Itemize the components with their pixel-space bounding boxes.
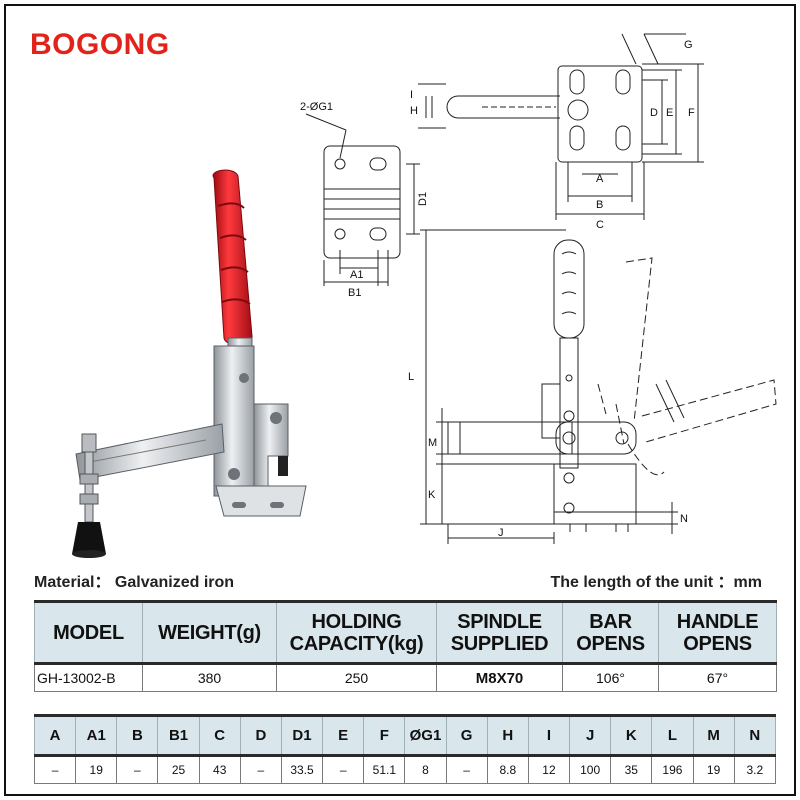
- cell-weight: 380: [142, 663, 277, 692]
- unit-text: The length of the unit ：mm: [550, 574, 762, 591]
- label-d1: D1: [417, 192, 429, 206]
- dim-header-n: N: [733, 714, 777, 757]
- dim-cell-a: –: [33, 755, 77, 784]
- label-d: D: [650, 107, 658, 119]
- label-c: C: [596, 219, 604, 231]
- dim-header-m: M: [692, 714, 735, 757]
- product-photo: [72, 169, 307, 558]
- dim-cell-d1: 33.5: [280, 755, 324, 784]
- label-i: I: [410, 89, 413, 101]
- spec-table-row: GH-13002-B 380 250 M8X70 106° 67°: [34, 663, 777, 692]
- header-model: MODEL: [34, 600, 143, 665]
- dim-header-f: F: [363, 714, 406, 757]
- dim-cell-a1: 19: [75, 755, 118, 784]
- dim-cell-m: 19: [692, 755, 735, 784]
- dim-cell-d: –: [239, 755, 282, 784]
- dim-header-c: C: [198, 714, 241, 757]
- header-weight: WEIGHT(g): [142, 600, 277, 665]
- label-m: M: [428, 437, 437, 449]
- spec-sheet-frame: BOGONG: [4, 4, 796, 796]
- label-a: A: [596, 173, 604, 185]
- cell-model: GH-13002-B: [34, 663, 143, 692]
- material-text: Material： Galvanized iron: [34, 574, 235, 591]
- dim-header-h: H: [486, 714, 529, 757]
- label-b: B: [596, 199, 603, 211]
- dim-header-a: A: [33, 714, 77, 757]
- dim-cell-k: 35: [610, 755, 653, 784]
- label-b1: B1: [348, 287, 361, 299]
- label-j: J: [498, 527, 504, 539]
- cell-spindle-supplied: M8X70: [436, 663, 563, 692]
- side-view: [420, 229, 777, 544]
- dim-cell-b: –: [116, 755, 159, 784]
- label-e: E: [666, 107, 673, 119]
- dim-cell-i: 12: [527, 755, 571, 784]
- cell-handle-opens: 67°: [658, 663, 777, 692]
- dim-cell-b1: 25: [157, 755, 200, 784]
- dim-header-b: B: [116, 714, 159, 757]
- cell-holding-capacity: 250: [276, 663, 437, 692]
- dim-header-i: I: [527, 714, 571, 757]
- dim-cell-h: 8.8: [486, 755, 529, 784]
- label-2-g1: 2-ØG1: [300, 101, 333, 113]
- dim-header-g1: ØG1: [404, 714, 447, 757]
- label-g: G: [684, 39, 693, 51]
- label-f: F: [688, 107, 695, 119]
- label-n: N: [680, 513, 688, 525]
- dim-header-d: D: [239, 714, 282, 757]
- red-handle-grip: [212, 169, 253, 345]
- dim-header-e: E: [322, 714, 365, 757]
- label-k: K: [428, 489, 436, 501]
- dim-cell-g1: 8: [404, 755, 447, 784]
- dim-cell-l: 196: [651, 755, 694, 784]
- dim-header-g: G: [445, 714, 488, 757]
- dim-header-d1: D1: [280, 714, 324, 757]
- dim-cell-c: 43: [198, 755, 241, 784]
- dim-cell-e: –: [322, 755, 365, 784]
- dim-header-l: L: [651, 714, 694, 757]
- dim-header-j: J: [569, 714, 612, 757]
- label-a1: A1: [350, 269, 363, 281]
- label-l: L: [408, 371, 414, 383]
- top-view: [418, 33, 704, 220]
- technical-drawing: 2-ØG1 D1 A1 B1 G I H D E F A B C L M K J…: [300, 33, 777, 544]
- base-plate-view: [305, 113, 420, 286]
- cell-bar-opens: 106°: [562, 663, 659, 692]
- dim-header-k: K: [610, 714, 653, 757]
- brand-logo-text: BOGONG: [30, 28, 170, 61]
- dim-header-b1: B1: [157, 714, 200, 757]
- dim-cell-g: –: [445, 755, 488, 784]
- dim-header-a1: A1: [75, 714, 118, 757]
- dim-cell-n: 3.2: [733, 755, 777, 784]
- dim-cell-j: 100: [569, 755, 612, 784]
- label-h: H: [410, 105, 418, 117]
- dim-cell-f: 51.1: [363, 755, 406, 784]
